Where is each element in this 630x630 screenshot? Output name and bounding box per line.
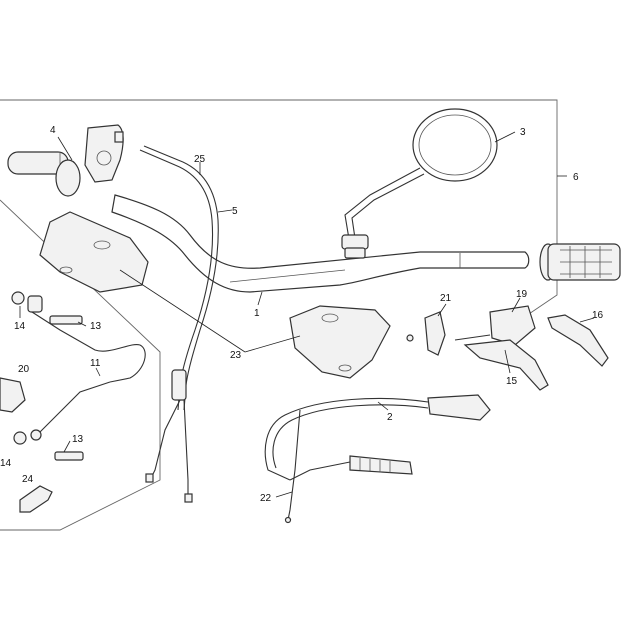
callout-21: 21 [440,293,452,304]
callout-19: 19 [516,289,528,300]
right-grip [539,243,621,281]
callout-16: 16 [592,310,604,321]
handguard-plate-right [289,305,391,379]
callout-14a: 14 [14,321,26,332]
callout-labels: 1 2 3 4 5 6 11 13 13 14 14 15 16 19 20 2… [0,125,604,504]
callout-11: 11 [90,358,101,369]
callout-13b: 13 [72,434,84,445]
callout-3: 3 [520,127,526,138]
callout-22: 22 [260,493,272,504]
left-subassembly-box [0,199,161,531]
leader-lines [19,131,595,498]
callout-1: 1 [254,308,260,319]
callout-4: 4 [50,125,56,136]
callout-25: 25 [194,154,206,165]
callout-2: 2 [387,412,393,423]
callout-6: 6 [573,172,579,183]
callout-5: 5 [232,206,238,217]
callout-14b: 14 [0,458,12,469]
clutch-lever-assembly [406,305,609,391]
callout-20: 20 [18,364,30,375]
mirror [341,108,498,259]
left-fasteners [0,291,146,513]
handguard-plate-left [39,211,149,293]
clutch-cable [264,394,491,524]
handlebar [111,194,530,293]
callout-13a: 13 [90,321,102,332]
throttle-grip [7,124,124,197]
assembly-frame [0,99,558,321]
callout-15: 15 [506,376,518,387]
callout-23: 23 [230,350,242,361]
callout-24: 24 [22,474,34,485]
throttle-cable [139,145,219,503]
